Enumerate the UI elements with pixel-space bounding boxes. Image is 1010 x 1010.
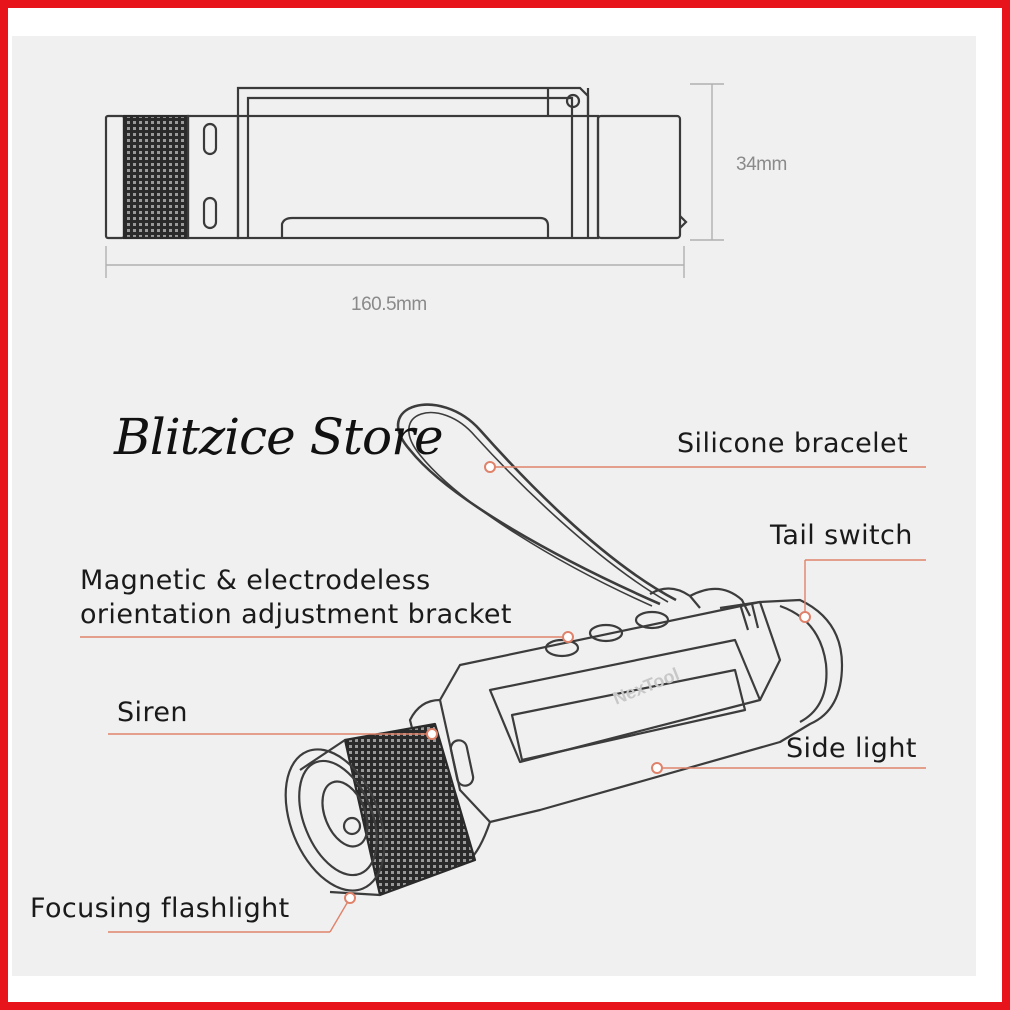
label-tail-switch: Tail switch [770,520,913,551]
label-side-light: Side light [786,733,917,764]
height-dimension-label: 34mm [736,154,787,175]
label-bracket-line1: Magnetic & electrodeless [80,565,431,596]
label-focusing-flashlight: Focusing flashlight [30,893,290,924]
label-siren: Siren [117,697,188,728]
perspective-drawing [284,403,844,897]
label-silicone-bracelet: Silicone bracelet [677,428,909,459]
dimension-lines [105,83,724,278]
store-watermark: Blitzice Store [114,408,444,466]
label-bracket-line2: orientation adjustment bracket [80,599,512,630]
length-dimension-label: 160.5mm [351,294,427,315]
side-view-drawing [104,86,688,240]
leader-dots [344,461,811,904]
leader-lines [80,466,926,933]
